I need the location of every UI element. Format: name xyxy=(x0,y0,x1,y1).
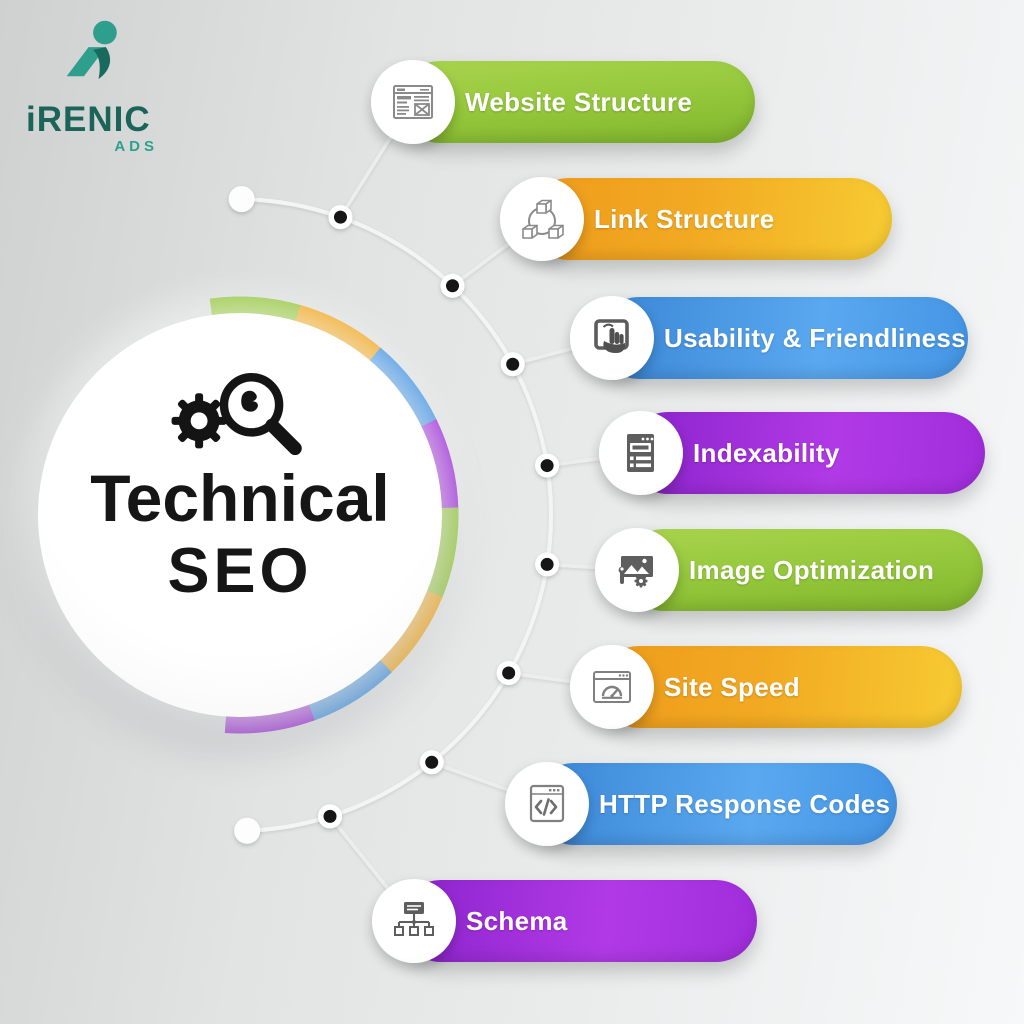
seo-item-schema: Schema xyxy=(372,879,757,963)
website-structure-icon xyxy=(393,85,433,119)
link-structure-icon xyxy=(522,199,564,239)
connector-node-ring xyxy=(318,804,343,829)
seo-item-link-structure: Link Structure xyxy=(500,177,892,261)
item-pill: Schema xyxy=(400,880,757,962)
connector-node-ring xyxy=(328,205,353,230)
seo-item-image-optimization: Image Optimization xyxy=(595,528,983,612)
connector-node-dot xyxy=(506,357,520,371)
item-label: Link Structure xyxy=(594,203,775,234)
connector-node-ring xyxy=(500,352,525,377)
item-label: Image Optimization xyxy=(689,554,935,585)
item-pill: HTTP Response Codes xyxy=(533,763,897,845)
connector-node-ring xyxy=(419,750,444,775)
connector-node-dot xyxy=(502,666,516,680)
seo-item-website-structure: Website Structure xyxy=(371,60,755,144)
item-badge xyxy=(599,411,683,495)
connector-node-dot xyxy=(323,809,337,823)
indexability-icon xyxy=(627,434,654,472)
seo-item-site-speed: Site Speed xyxy=(570,645,962,729)
connector-node-ring xyxy=(535,552,560,577)
brand-name: iRENIC xyxy=(26,100,151,139)
item-label: Indexability xyxy=(693,437,840,468)
item-label: Schema xyxy=(466,905,568,936)
title-line2: SEO xyxy=(167,535,313,606)
connector-node-ring xyxy=(496,661,521,685)
connector-node-ring xyxy=(440,273,465,298)
seo-item-usability-friendliness: Usability & Friendliness xyxy=(570,296,968,380)
connector-end-dot xyxy=(234,817,261,844)
item-badge xyxy=(595,528,679,612)
title-line1: Technical xyxy=(90,461,390,535)
gear-magnifier-icon xyxy=(171,373,302,456)
item-badge xyxy=(371,60,455,144)
item-badge xyxy=(500,177,584,261)
image-optimization-icon xyxy=(618,556,653,588)
site-speed-icon xyxy=(593,671,631,703)
brand-sub: ADS xyxy=(114,138,158,155)
usability-friendliness-icon xyxy=(594,319,629,353)
item-label: Site Speed xyxy=(664,671,800,702)
ring-segment-green xyxy=(209,296,303,322)
item-label: Website Structure xyxy=(465,86,693,117)
brand-person-icon xyxy=(66,20,117,80)
seo-item-indexability: Indexability xyxy=(599,411,985,495)
brand-logo: iRENIC ADS xyxy=(26,18,162,155)
item-pill: Link Structure xyxy=(528,178,892,260)
connector-node-dot xyxy=(446,279,460,293)
connector-node-dot xyxy=(540,557,554,571)
schema-icon xyxy=(394,902,434,936)
connector-node-ring xyxy=(535,453,560,478)
connector-node-dot xyxy=(333,210,347,224)
item-badge xyxy=(570,296,654,380)
item-pill: Site Speed xyxy=(598,646,962,728)
connector-node-dot xyxy=(540,459,554,473)
item-pill: Image Optimization xyxy=(623,529,983,611)
item-badge xyxy=(505,762,589,846)
item-pill: Usability & Friendliness xyxy=(598,297,968,379)
seo-item-http-response-codes: HTTP Response Codes xyxy=(505,762,897,846)
item-pill: Indexability xyxy=(627,412,985,494)
item-pill: Website Structure xyxy=(399,61,755,143)
http-response-codes-icon xyxy=(529,784,565,823)
item-badge xyxy=(372,879,456,963)
connector-end-dot xyxy=(228,186,255,213)
connector-node-dot xyxy=(425,755,439,769)
center-badge: Technical SEO xyxy=(38,313,442,717)
item-badge xyxy=(570,645,654,729)
item-label: Usability & Friendliness xyxy=(664,322,966,353)
item-label: HTTP Response Codes xyxy=(599,788,891,819)
